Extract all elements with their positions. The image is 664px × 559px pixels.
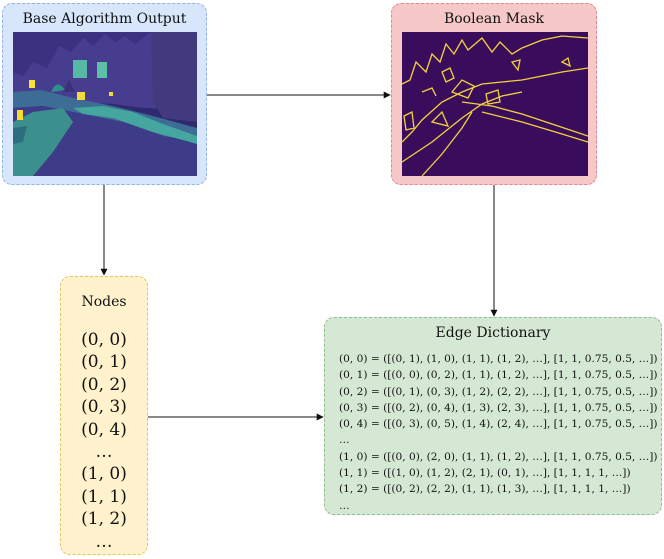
node-item: … (95, 531, 113, 552)
boolean-mask-panel: Boolean Mask (391, 3, 597, 185)
edge-entry: (0, 1) = ([(0, 0), (0, 2), (1, 1), (1, 2… (339, 369, 658, 382)
nodes-title: Nodes (81, 294, 127, 310)
edge-entry: (0, 2) = ([(0, 1), (0, 3), (1, 2), (2, 2… (339, 385, 658, 398)
node-item: (0, 1) (81, 352, 127, 373)
node-list: (0, 0) (0, 1) (0, 2) (0, 3) (0, 4) … (1,… (61, 329, 147, 553)
base-algorithm-output-title: Base Algorithm Output (22, 11, 187, 27)
node-item: (0, 3) (81, 397, 127, 418)
boolean-mask-title: Boolean Mask (443, 11, 545, 27)
node-item: (0, 2) (81, 374, 127, 395)
node-item: (0, 4) (81, 419, 127, 440)
edge-entry: (1, 2) = ([(0, 2), (2, 2), (1, 1), (1, 3… (339, 483, 631, 496)
edge-entry: (0, 4) = ([(0, 3), (0, 5), (1, 4), (2, 4… (339, 418, 658, 431)
node-item: (0, 0) (81, 330, 127, 350)
edge-entry: … (339, 499, 350, 512)
edge-dictionary-panel: Edge Dictionary (0, 0) = ([(0, 1), (1, 0… (324, 317, 662, 515)
edge-list: (0, 0) = ([(0, 1), (1, 0), (1, 1), (1, 2… (339, 351, 658, 514)
edge-entry: (1, 1) = ([(1, 0), (1, 2), (2, 1), (0, 1… (339, 467, 631, 480)
nodes-panel: Nodes (0, 0) (0, 1) (0, 2) (0, 3) (0, 4)… (60, 276, 148, 555)
node-item: (1, 2) (81, 509, 127, 530)
node-item: (1, 1) (81, 486, 127, 507)
edge-dictionary-title: Edge Dictionary (435, 325, 551, 341)
base-algorithm-output-panel: Base Algorithm Output (2, 3, 207, 185)
edge-entry: (0, 3) = ([(0, 2), (0, 4), (1, 3), (2, 3… (339, 401, 658, 414)
segmentation-map-image (13, 32, 197, 176)
edge-entry: (0, 0) = ([(0, 1), (1, 0), (1, 1), (1, 2… (339, 353, 658, 365)
edge-entry: … (339, 434, 350, 447)
edge-entry: (1, 0) = ([(0, 0), (2, 0), (1, 1), (1, 2… (339, 450, 658, 463)
node-item: … (95, 441, 113, 462)
boolean-mask-image (402, 32, 588, 176)
node-item: (1, 0) (81, 464, 127, 485)
